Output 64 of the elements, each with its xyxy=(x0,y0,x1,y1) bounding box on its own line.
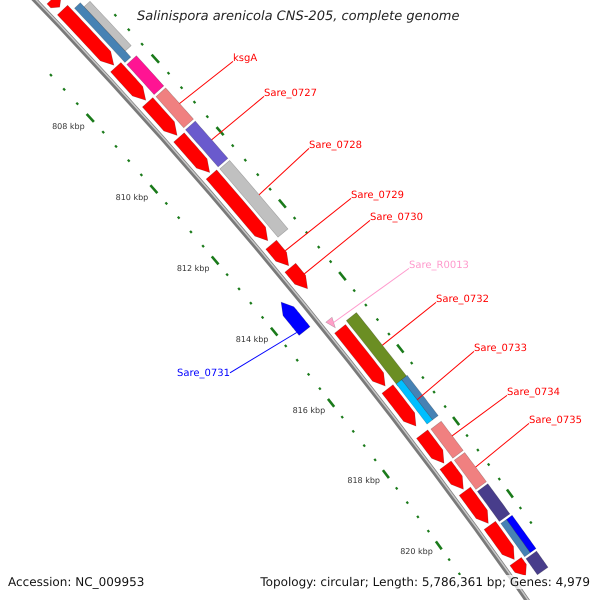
gene-block xyxy=(416,429,444,464)
gene-block xyxy=(439,460,464,490)
scale-label: 812 kbp xyxy=(176,264,210,274)
leader-line xyxy=(382,302,436,346)
gene-block xyxy=(284,262,308,290)
gene-block xyxy=(265,240,290,266)
scale-label: 816 kbp xyxy=(292,406,326,416)
gene-block xyxy=(510,556,527,576)
gene-bar xyxy=(74,2,132,63)
leader-line xyxy=(230,332,298,374)
gene-block xyxy=(46,0,62,8)
gene-block xyxy=(334,324,386,386)
gene-label: Sare_0730 xyxy=(370,212,423,224)
scale-label: 808 kbp xyxy=(52,122,85,132)
gene-block xyxy=(110,62,146,101)
gene-label: Sare_R0013 xyxy=(409,260,469,272)
gene-triangle xyxy=(325,316,336,328)
gene-label: ksgA xyxy=(233,53,258,65)
scale-label: 814 kbp xyxy=(236,334,268,345)
leader-line xyxy=(284,198,352,252)
gene-bar xyxy=(396,379,434,425)
leader-line xyxy=(416,350,474,400)
leader-line xyxy=(333,268,410,323)
gene-label: Sare_0728 xyxy=(309,140,362,152)
gene-bar xyxy=(476,483,510,522)
scale-label: 820 kbp xyxy=(400,547,433,558)
gene-bar xyxy=(126,55,164,96)
leader-line xyxy=(304,220,370,274)
gene-label: Sare_0731 xyxy=(177,368,230,380)
gene-bar xyxy=(346,312,408,386)
gene-bar xyxy=(401,374,439,420)
scale-label: 810 kbp xyxy=(116,192,148,203)
accession-text: Accession: NC_009953 xyxy=(8,575,144,589)
gene-bar xyxy=(219,160,288,238)
gene-block xyxy=(173,132,210,173)
gene-block xyxy=(458,486,489,524)
gene-bar xyxy=(185,120,228,168)
gene-bar xyxy=(526,550,548,576)
gene-block xyxy=(142,97,178,136)
gene-label: Sare_0732 xyxy=(436,294,489,306)
gene-label: Sare_0734 xyxy=(507,387,560,399)
gene-block xyxy=(280,302,310,336)
gene-block xyxy=(56,4,114,66)
leader-line xyxy=(452,394,508,436)
gene-label: Sare_0729 xyxy=(351,190,404,202)
gene-bar xyxy=(500,518,531,558)
genome-info-text: Topology: circular; Length: 5,786,361 bp; Genes: 4,979 xyxy=(260,575,590,589)
gene-label: Sare_0735 xyxy=(529,415,582,427)
leader-line xyxy=(179,60,234,104)
leader-line xyxy=(475,422,530,468)
gene-bar xyxy=(430,420,464,459)
gene-block xyxy=(206,169,268,242)
gene-bar xyxy=(506,514,536,554)
gene-block xyxy=(382,384,416,427)
scale-label: 818 kbp xyxy=(347,476,380,486)
gene-label: Sare_0733 xyxy=(474,343,527,355)
leader-line xyxy=(211,96,264,140)
gene-bar xyxy=(84,0,132,52)
leader-line xyxy=(258,148,310,196)
gene-bar xyxy=(156,87,194,128)
gene-bar xyxy=(454,452,487,490)
gene-label: Sare_0727 xyxy=(264,88,317,100)
gene-block xyxy=(484,520,515,560)
chart-title: Salinispora arenicola CNS-205, complete genome xyxy=(137,9,460,24)
